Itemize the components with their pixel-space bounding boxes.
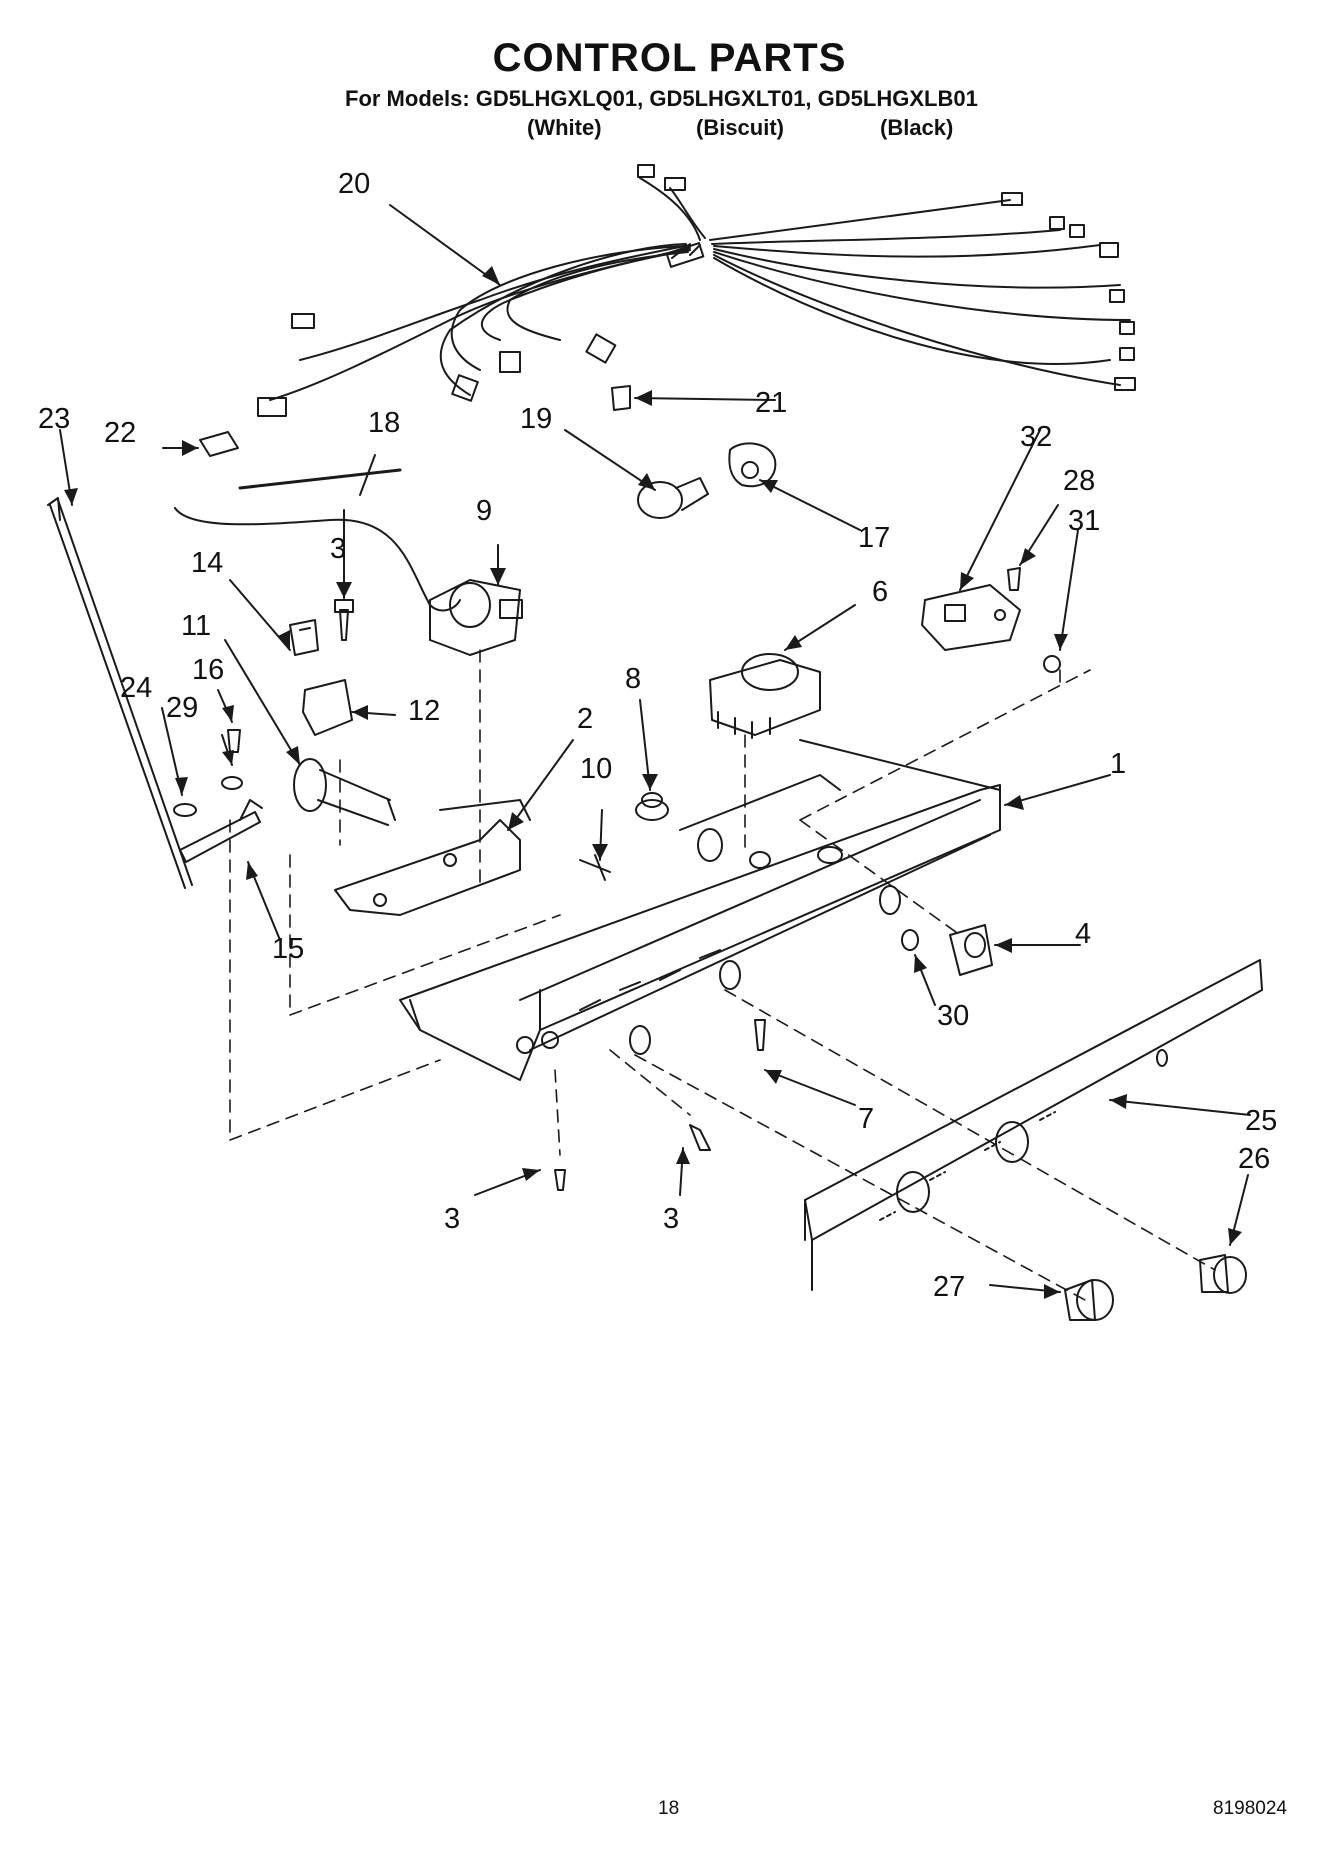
callout-10: 10 (580, 753, 612, 785)
control-housing (399, 739, 1001, 1081)
callout-20: 20 (338, 168, 370, 200)
callout-28: 28 (1063, 465, 1095, 497)
light-bulb (637, 477, 709, 519)
control-knob (1199, 1254, 1247, 1294)
callout-3: 3 (444, 1203, 460, 1235)
light-socket (728, 442, 777, 488)
callout-26: 26 (1238, 1143, 1270, 1175)
callout-8: 8 (625, 663, 641, 695)
circuit-board (921, 584, 1021, 651)
variant-black: (Black) (880, 115, 954, 140)
callout-9: 9 (476, 495, 492, 527)
variant-biscuit: (Biscuit) (696, 115, 784, 140)
models-line: For Models: GD5LHGXLQ01, GD5LHGXLT01, GD… (345, 86, 978, 111)
callout-15: 15 (272, 933, 304, 965)
callout-16: 16 (192, 654, 224, 686)
bracket-small (199, 431, 239, 457)
callout-3: 3 (330, 533, 346, 565)
callout-31: 31 (1068, 505, 1100, 537)
callout-17: 17 (858, 522, 890, 554)
control-panel-overlay (804, 959, 1263, 1291)
defrost-timer (709, 653, 821, 739)
callout-12: 12 (408, 695, 440, 727)
callout-24: 24 (120, 672, 152, 704)
wire-harness (257, 164, 1136, 417)
callout-11: 11 (181, 610, 211, 642)
page-number: 18 (658, 1798, 680, 1819)
callout-2: 2 (577, 703, 593, 735)
grommet-part (635, 792, 669, 821)
control-shaft (293, 758, 396, 826)
callout-32: 32 (1020, 421, 1052, 453)
callout-6: 6 (872, 576, 888, 608)
callout-18: 18 (368, 407, 400, 439)
callout-7: 7 (858, 1103, 874, 1135)
clip-part (611, 385, 631, 411)
damper-lever (179, 799, 263, 863)
callout-30: 30 (937, 1000, 969, 1032)
door-switch (901, 924, 993, 976)
relay-part (429, 579, 523, 656)
callout-23: 23 (38, 403, 70, 435)
callout-29: 29 (166, 692, 198, 724)
callout-19: 19 (520, 403, 552, 435)
doc-number: 8198024 (1213, 1798, 1287, 1819)
control-knob (1064, 1279, 1114, 1321)
callout-4: 4 (1075, 918, 1091, 950)
callout-14: 14 (191, 547, 223, 579)
callout-1: 1 (1110, 748, 1126, 780)
callout-3: 3 (663, 1203, 679, 1235)
mounting-bracket (334, 799, 531, 916)
callout-27: 27 (933, 1271, 965, 1303)
callout-22: 22 (104, 417, 136, 449)
callout-21: 21 (755, 387, 787, 419)
thermostat-clip (289, 619, 319, 656)
variant-white: (White) (527, 115, 602, 140)
callout-25: 25 (1245, 1105, 1277, 1137)
arrowheads (64, 266, 1242, 1299)
page-title: CONTROL PARTS (492, 36, 847, 80)
